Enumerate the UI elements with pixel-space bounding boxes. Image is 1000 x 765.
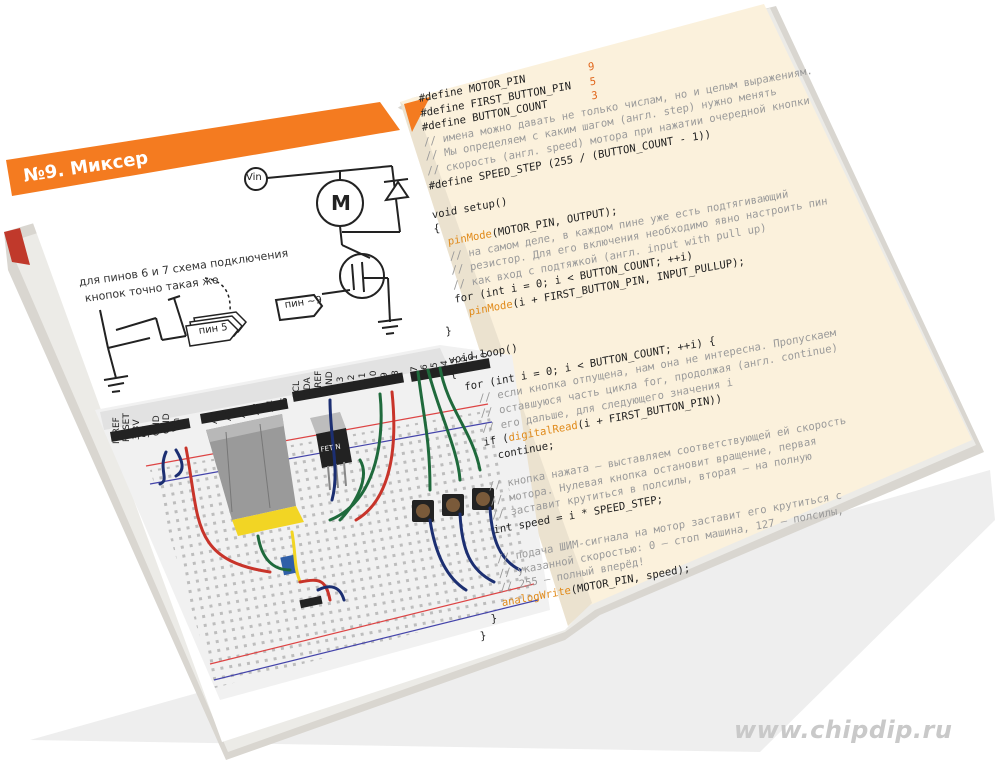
arduino-edge [100, 348, 448, 430]
push-buttons [412, 488, 494, 522]
pin5-tag [185, 319, 240, 347]
cover-edge-red [4, 228, 30, 265]
hdr-vin: Vin [172, 417, 182, 432]
dc-motor [206, 414, 304, 536]
hdr-a5: A5 [280, 397, 290, 409]
hdr-ioref: IOREF [112, 417, 122, 444]
diode-part [299, 595, 323, 609]
hdr-8: 8 [391, 370, 401, 376]
analog-header [200, 398, 289, 424]
hdr-scl: SCL [292, 380, 302, 398]
power-header [110, 418, 191, 442]
hdr-11: 11 [358, 372, 368, 384]
hdr-gnd1: GND [152, 415, 162, 436]
watermark: www.chipdip.ru [734, 716, 953, 744]
hdr-10: 10 [369, 370, 379, 382]
hdr-9: 9 [380, 372, 390, 378]
hdr-a2: A2 [238, 406, 248, 418]
hdr-a1: A1 [224, 409, 234, 421]
wires [158, 366, 522, 602]
hdr-aref: AREF [314, 370, 324, 394]
code-listing: #define MOTOR_PIN 9#define FIRST_BUTTON_… [418, 20, 870, 644]
hdr-13: 13 [336, 376, 346, 388]
hdr-gnd2: GND [162, 413, 172, 434]
hdr-3v3: 3.3V [132, 419, 142, 440]
hdr-12: 12 [347, 374, 357, 386]
hdr-a4: A4 [266, 400, 276, 412]
vin-node [244, 167, 268, 191]
hdr-a0: A0 [210, 412, 220, 424]
hdr-a3: A3 [252, 403, 262, 415]
hdr-5v: 5V [142, 426, 152, 438]
hdr-reset: RESET [122, 413, 132, 442]
hdr-sda: SDA [303, 377, 313, 396]
hdr-6: 6 [420, 364, 430, 370]
motor-label: M [331, 191, 351, 215]
hdr-5: 5 [430, 362, 440, 368]
hdr-gnd3: GND [325, 371, 335, 392]
right-orange-corner [404, 97, 430, 132]
digital-header-left [292, 372, 405, 402]
title-bar [6, 102, 400, 196]
hdr-7: 7 [410, 366, 420, 372]
vin-label: Vin [246, 172, 262, 183]
schematic [99, 165, 410, 393]
pin9-tag [274, 293, 324, 322]
